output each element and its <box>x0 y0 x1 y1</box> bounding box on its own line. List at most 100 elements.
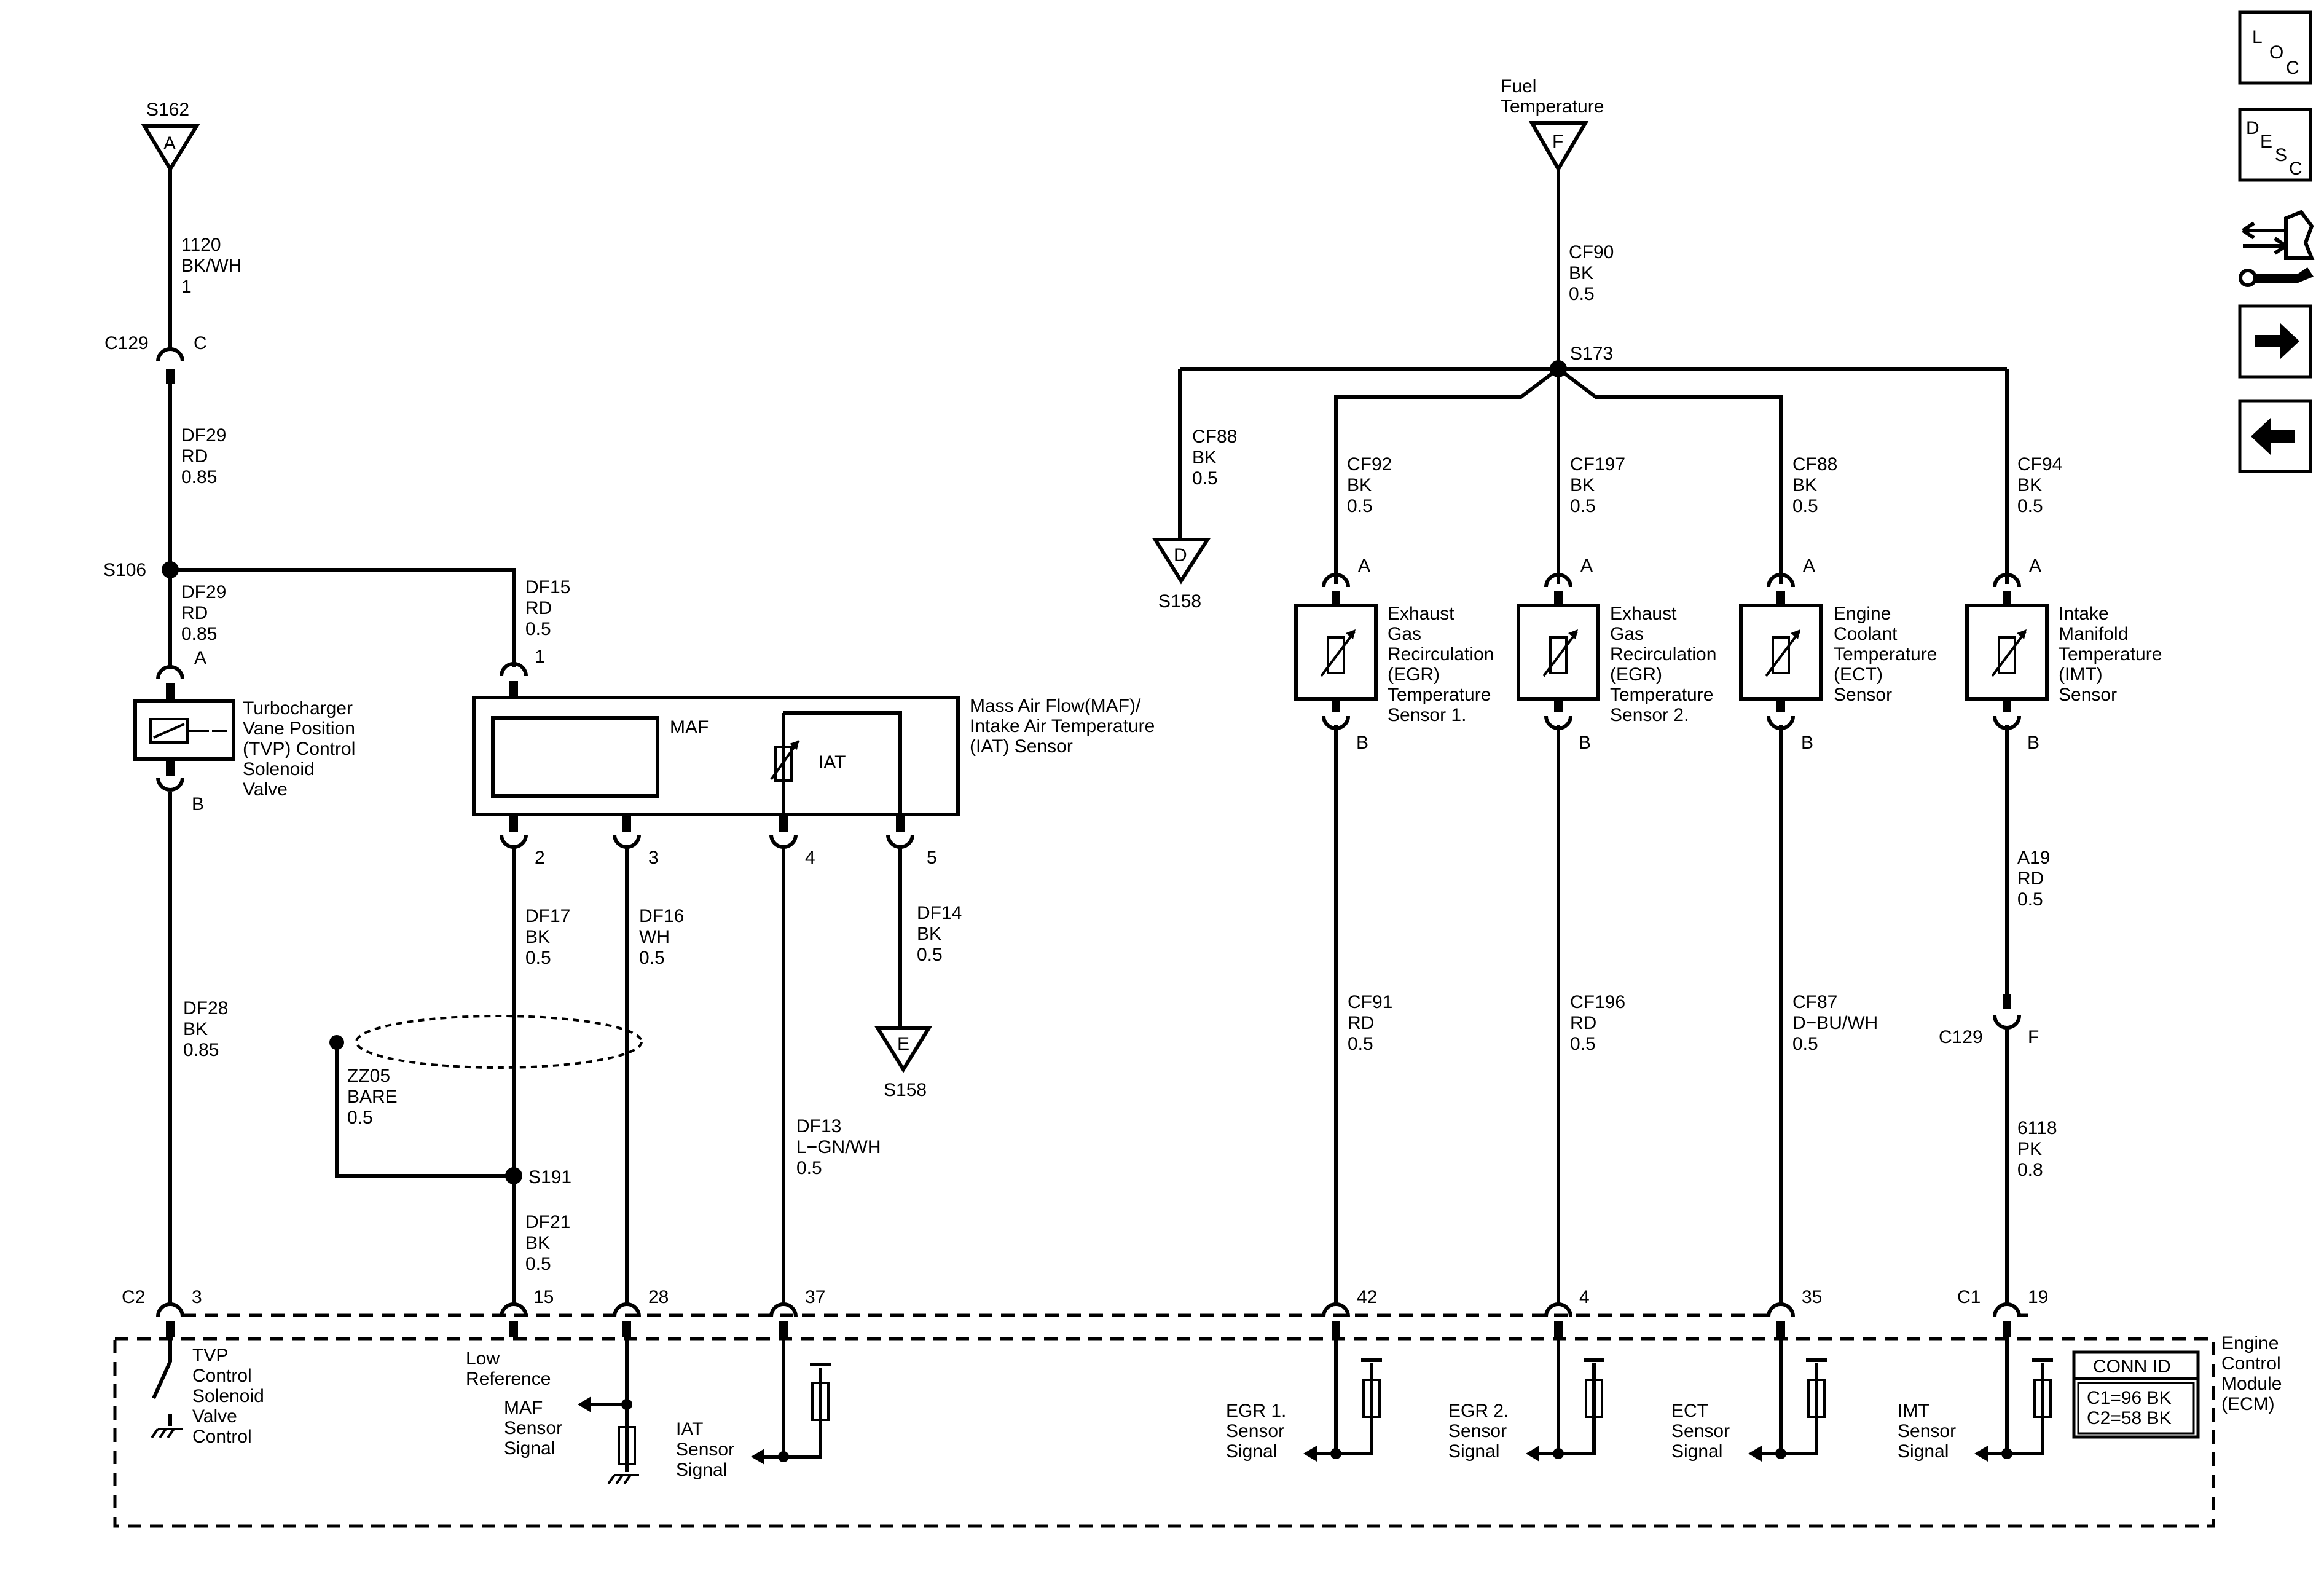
wire-label-df15: DF15 RD 0.5 <box>525 577 570 639</box>
svg-text:CF87: CF87 <box>1792 992 1837 1012</box>
ecm-low-reference-label: Low Reference <box>466 1349 551 1389</box>
tvp-pin-b: B <box>192 794 204 814</box>
egr1-pin-a: A <box>1358 556 1370 576</box>
fuel-temp-letter: F <box>1552 132 1563 152</box>
svg-text:A19: A19 <box>2017 848 2050 868</box>
svg-text:Control: Control <box>192 1366 252 1386</box>
svg-text:Temperature: Temperature <box>2059 644 2162 664</box>
svg-text:Engine: Engine <box>1834 604 1891 624</box>
svg-text:Signal: Signal <box>1448 1441 1499 1462</box>
svg-text:TVP: TVP <box>192 1345 228 1366</box>
svg-text:DF21: DF21 <box>525 1212 570 1232</box>
arrow-right-icon[interactable] <box>2238 304 2312 379</box>
wire-label-cf90: CF90 BK 0.5 <box>1569 242 1614 304</box>
nav-desc-button[interactable]: D E S C <box>2238 108 2312 182</box>
svg-text:Recirculation: Recirculation <box>1388 644 1494 664</box>
nav-loc-letter-o: O <box>2269 42 2283 63</box>
svg-text:RD: RD <box>181 603 208 623</box>
svg-text:BK: BK <box>1569 263 1593 283</box>
c129-top-label: C129 <box>104 333 149 353</box>
maf-pin-4: 4 <box>805 848 815 868</box>
iat-inner-label: IAT <box>819 752 846 773</box>
svg-text:(TVP) Control: (TVP) Control <box>243 739 355 759</box>
svg-text:IAT: IAT <box>676 1419 703 1439</box>
maf-iat-sensor: 1 MAF IAT Mass Air Flow(MAF)/ Intake Air… <box>472 647 1155 868</box>
ecm-ect-signal-label: ECT Sensor Signal <box>1671 1401 1730 1462</box>
svg-text:19: 19 <box>2028 1287 2048 1307</box>
arrow-left-icon[interactable] <box>2238 399 2312 473</box>
svg-text:DF13: DF13 <box>796 1116 841 1136</box>
egr2-pin-a: A <box>1580 556 1593 576</box>
svg-text:Solenoid: Solenoid <box>243 759 315 779</box>
svg-text:RD: RD <box>2017 868 2044 889</box>
conn-id-c2: C2=58 BK <box>2087 1408 2172 1428</box>
svg-text:Low: Low <box>466 1349 500 1369</box>
svg-text:Turbocharger: Turbocharger <box>243 698 353 719</box>
ect-pin-b: B <box>1801 733 1813 753</box>
svg-text:Solenoid: Solenoid <box>192 1386 264 1406</box>
wire-label-df14: DF14 BK 0.5 <box>917 903 962 965</box>
svg-text:0.5: 0.5 <box>2017 889 2043 910</box>
ecm-ect-signal-circuit: ECT Sensor Signal <box>1671 1337 1827 1462</box>
svg-text:Sensor: Sensor <box>504 1418 562 1438</box>
svg-text:Valve: Valve <box>192 1406 237 1427</box>
ect-sensor: A B Engine Coolant Temperature (ECT) Sen… <box>1739 556 1937 753</box>
imt-sensor: A B Intake Manifold Temperature (IMT) Se… <box>1965 556 2162 753</box>
svg-text:0.5: 0.5 <box>1569 284 1595 304</box>
wire-df15 <box>170 568 516 667</box>
maf-pin-2: 2 <box>535 848 545 868</box>
svg-text:0.85: 0.85 <box>181 624 217 644</box>
ect-pin-a: A <box>1803 556 1815 576</box>
ecm-pin-37: 37 <box>769 1287 825 1337</box>
tvp-solenoid-valve: A B Turbocharger Vane Position (TVP) Con… <box>133 648 355 814</box>
ecm-pin-42: 42 <box>1322 1287 1377 1337</box>
ecm-imt-signal-circuit: IMT Sensor Signal <box>1898 1337 2053 1462</box>
splice-fuel-temperature: Fuel Temperature F <box>1501 76 1604 173</box>
svg-text:Sensor 1.: Sensor 1. <box>1388 705 1466 725</box>
ecm-tvp-control-label: TVP Control Solenoid Valve Control <box>192 1345 264 1447</box>
svg-text:Valve: Valve <box>243 779 288 800</box>
tvp-label: Turbocharger Vane Position (TVP) Control… <box>243 698 355 800</box>
svg-text:DF29: DF29 <box>181 582 226 602</box>
connector-wrench-icon[interactable] <box>2239 210 2315 287</box>
nav-loc-button[interactable]: L O C <box>2238 10 2312 85</box>
svg-text:Recirculation: Recirculation <box>1610 644 1716 664</box>
svg-text:Signal: Signal <box>676 1460 727 1480</box>
ecm-title: Engine Control Module (ECM) <box>2221 1333 2282 1414</box>
conn-id-title: CONN ID <box>2093 1357 2171 1377</box>
svg-text:37: 37 <box>805 1287 825 1307</box>
svg-text:Sensor: Sensor <box>1671 1421 1730 1441</box>
svg-text:(EGR): (EGR) <box>1388 664 1440 685</box>
ecm-iat-signal-label: IAT Sensor Signal <box>676 1419 734 1480</box>
wire-label-df17: DF17 BK 0.5 <box>525 906 570 968</box>
imt-pin-b: B <box>2027 733 2039 753</box>
e-letter: E <box>897 1034 909 1054</box>
svg-text:Signal: Signal <box>1671 1441 1722 1462</box>
svg-text:1: 1 <box>181 277 192 297</box>
svg-text:0.5: 0.5 <box>917 945 943 965</box>
svg-text:0.5: 0.5 <box>525 619 551 639</box>
svg-text:Control: Control <box>2221 1353 2281 1374</box>
e-label: S158 <box>884 1080 927 1100</box>
svg-text:BK: BK <box>1347 475 1372 495</box>
egr1-pin-b: B <box>1356 733 1368 753</box>
svg-text:CF88: CF88 <box>1192 427 1237 447</box>
ecm-tvp-control-circuit: TVP Control Solenoid Valve Control <box>151 1337 264 1447</box>
nav-desc-letter-e: E <box>2260 132 2272 152</box>
svg-text:(IMT): (IMT) <box>2059 664 2103 685</box>
s191-label: S191 <box>528 1167 571 1187</box>
ecm-egr1-signal-label: EGR 1. Sensor Signal <box>1226 1401 1286 1462</box>
svg-text:CF94: CF94 <box>2017 454 2062 474</box>
svg-text:BK: BK <box>1792 475 1817 495</box>
svg-text:0.5: 0.5 <box>1570 1034 1596 1054</box>
svg-text:Sensor: Sensor <box>1448 1421 1507 1441</box>
svg-text:BK: BK <box>2017 475 2042 495</box>
ecm-pin-35: 35 <box>1767 1287 1822 1337</box>
svg-text:DF29: DF29 <box>181 425 226 446</box>
svg-text:Sensor: Sensor <box>676 1439 734 1460</box>
svg-text:1120: 1120 <box>181 235 221 255</box>
wire-zz05 <box>335 1042 514 1178</box>
svg-text:BK: BK <box>525 927 550 947</box>
svg-text:RD: RD <box>1570 1013 1596 1033</box>
ecm-imt-signal-label: IMT Sensor Signal <box>1898 1401 1956 1462</box>
